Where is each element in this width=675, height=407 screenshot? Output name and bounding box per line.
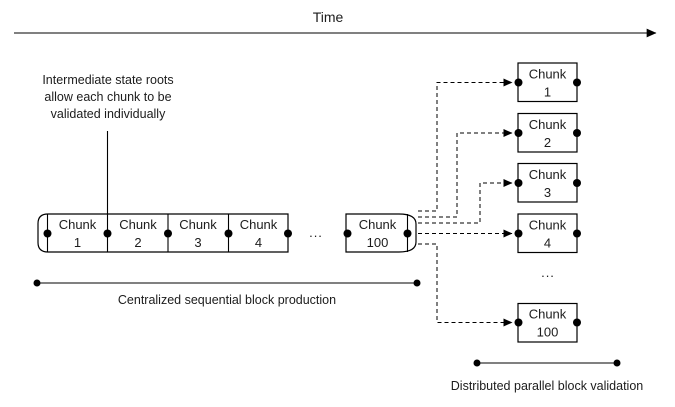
state-root-dot xyxy=(514,229,523,238)
time-axis-label: Time xyxy=(313,9,344,25)
state-root-dot xyxy=(514,179,523,187)
connector-to-chunk-100 xyxy=(418,243,513,327)
state-root-dot xyxy=(284,229,292,238)
production-chunk-4-title: Chunk xyxy=(240,217,278,232)
connector-to-chunk-1 xyxy=(418,78,513,212)
connector-to-chunk-3 xyxy=(418,179,513,224)
state-root-dot xyxy=(514,129,523,137)
validation-column: Chunk 1 Chunk 2 Chunk 3 Chunk 4 ... Chun… xyxy=(451,62,644,393)
annotation-line-3: validated individually xyxy=(51,107,166,121)
state-root-dot xyxy=(343,229,352,238)
validation-chunk-1-number: 1 xyxy=(544,85,551,100)
production-chunk-2-title: Chunk xyxy=(119,217,157,232)
state-root-dot xyxy=(514,78,523,87)
state-root-dot xyxy=(103,229,112,238)
validation-ellipsis: ... xyxy=(541,265,555,280)
state-root-dot xyxy=(403,229,412,238)
production-chunk-1-title: Chunk xyxy=(59,217,97,232)
validation-chunk-3-number: 3 xyxy=(544,185,551,200)
production-chunk-100-outline xyxy=(345,213,417,253)
production-chunk-100-title: Chunk xyxy=(359,217,397,232)
state-root-dot xyxy=(573,129,581,137)
state-root-dot xyxy=(573,318,581,327)
annotation: Intermediate state roots allow each chun… xyxy=(42,73,174,225)
state-root-dot xyxy=(573,229,581,238)
state-root-dot xyxy=(224,229,233,238)
annotation-line-1: Intermediate state roots xyxy=(42,73,173,87)
validation-caption: Distributed parallel block validation xyxy=(451,379,644,393)
production-ellipsis: ... xyxy=(309,225,323,240)
span-endpoint-dot xyxy=(33,279,41,287)
validation-connectors xyxy=(418,78,513,327)
production-row: Chunk 1 Chunk 2 Chunk 3 Chunk 4 ... Chun… xyxy=(33,213,421,307)
validation-chunk-1-title: Chunk xyxy=(529,67,567,82)
state-root-dot xyxy=(514,318,523,327)
validation-chunk-100-number: 100 xyxy=(537,325,559,340)
validation-chunk-100-title: Chunk xyxy=(529,307,567,322)
state-root-dot xyxy=(573,78,581,87)
production-row-box xyxy=(37,213,289,253)
validation-chunk-4-number: 4 xyxy=(544,236,551,251)
validation-chunk-2-number: 2 xyxy=(544,135,551,150)
annotation-line-2: allow each chunk to be xyxy=(44,90,171,104)
state-root-dot xyxy=(164,229,172,238)
validation-chunk-2-title: Chunk xyxy=(529,117,567,132)
production-chunk-4-number: 4 xyxy=(255,235,262,250)
span-endpoint-dot xyxy=(413,279,421,287)
production-chunk-3-number: 3 xyxy=(194,235,201,250)
span-endpoint-dot xyxy=(613,359,621,367)
validation-chunk-4-title: Chunk xyxy=(529,218,567,233)
validation-chunk-3-title: Chunk xyxy=(529,167,567,182)
span-endpoint-dot xyxy=(473,359,481,367)
state-root-dot xyxy=(43,229,52,238)
production-chunk-1-number: 1 xyxy=(74,235,81,250)
production-chunk-100-box: Chunk 100 xyxy=(343,213,417,253)
connector-to-chunk-2 xyxy=(418,129,513,218)
production-caption: Centralized sequential block production xyxy=(118,293,336,307)
production-chunk-2-number: 2 xyxy=(134,235,141,250)
production-chunk-3-title: Chunk xyxy=(179,217,217,232)
state-root-dot xyxy=(573,179,581,187)
time-axis: Time xyxy=(14,9,657,38)
production-chunk-100-number: 100 xyxy=(367,235,389,250)
